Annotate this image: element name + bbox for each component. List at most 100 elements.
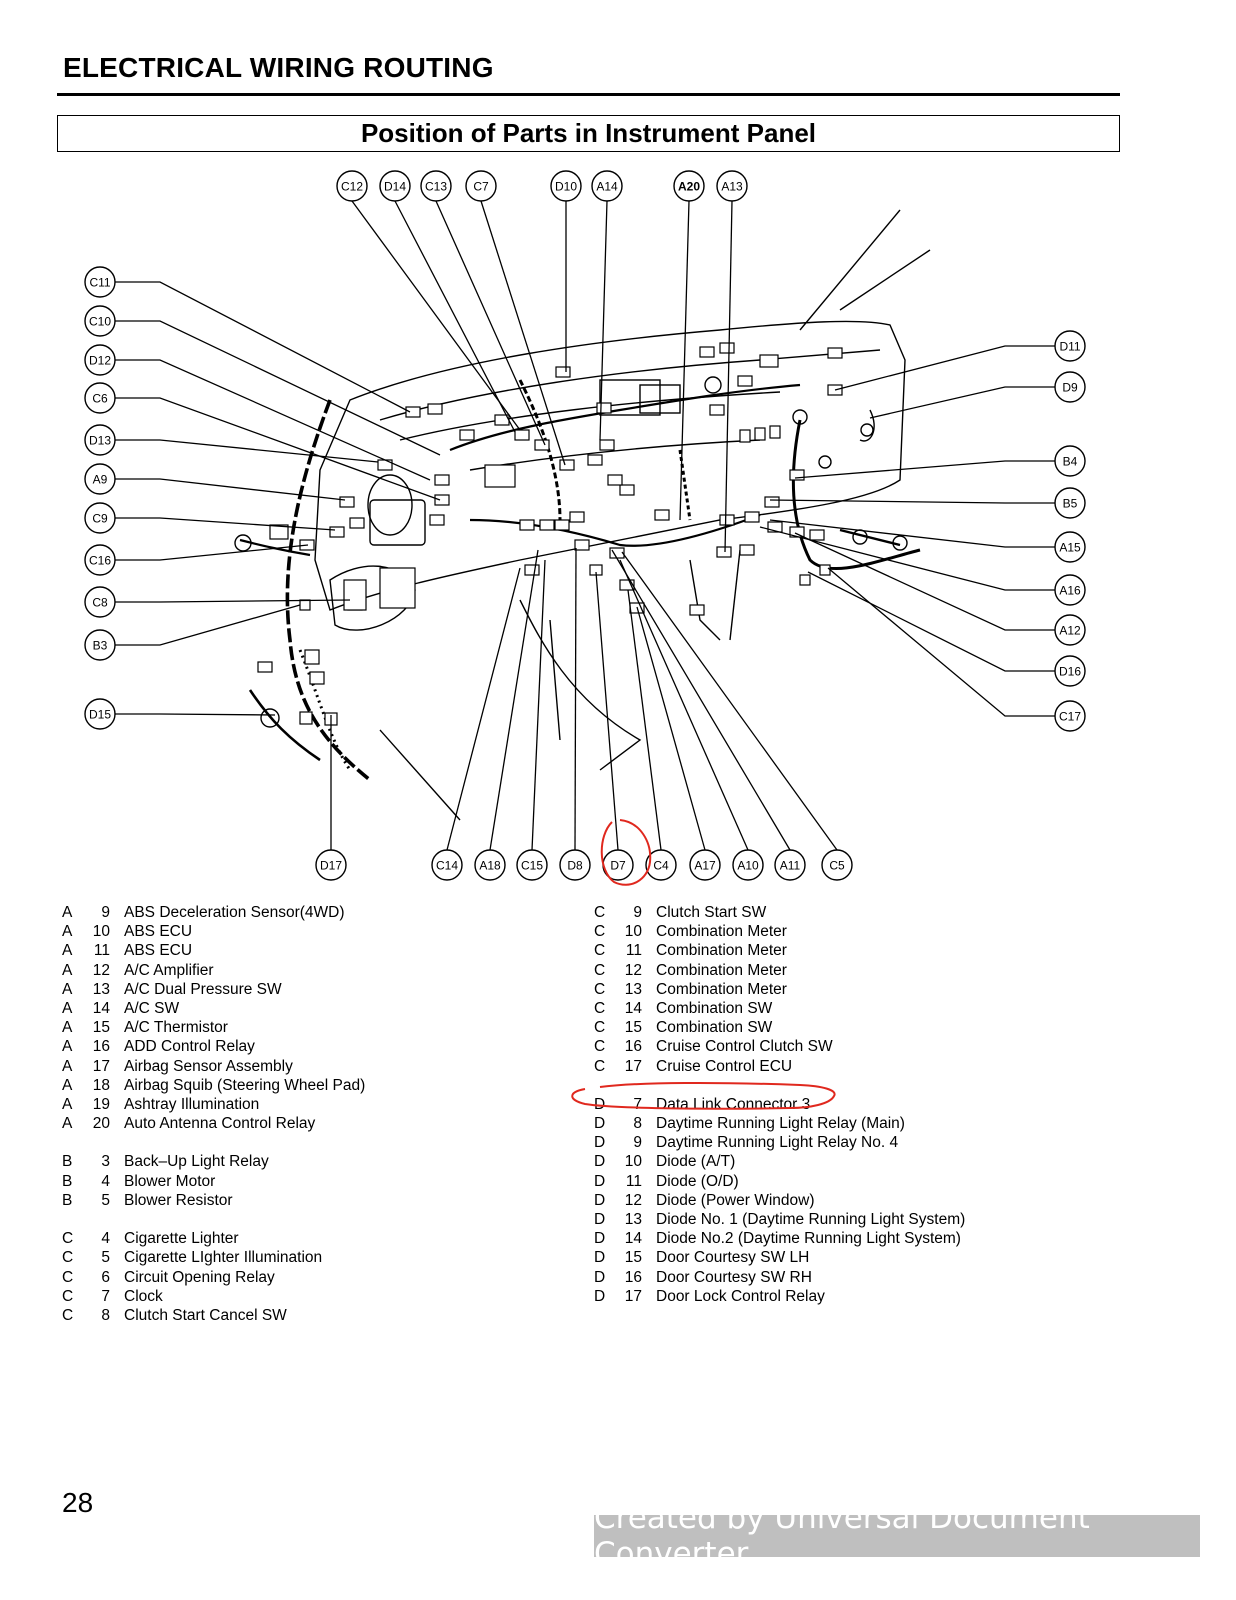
callout-c13: C13	[420, 170, 452, 202]
legend-group: C	[594, 1057, 606, 1075]
legend-part-name: A/C SW	[124, 999, 180, 1017]
legend-group: C	[62, 1268, 74, 1286]
legend-number: 16	[624, 1038, 642, 1056]
callout-label: A12	[1059, 624, 1081, 638]
legend-group: D	[594, 1153, 606, 1171]
legend-number: 7	[633, 1095, 642, 1113]
leader-line-c5	[621, 551, 838, 851]
callout-a13: A13	[716, 170, 748, 202]
legend-number: 10	[92, 923, 110, 941]
legend-number: 3	[101, 1153, 110, 1171]
leader-line-b5	[769, 499, 1055, 504]
leader-line-a15	[769, 519, 1055, 548]
callout-circle	[821, 849, 853, 881]
callout-label: D17	[320, 859, 342, 873]
legend-number: 16	[92, 1038, 110, 1056]
callout-label: D9	[1062, 381, 1078, 395]
legend-number: 12	[92, 961, 110, 979]
callout-circle	[84, 382, 116, 414]
leader-line-c8	[115, 599, 351, 603]
legend-number: 18	[92, 1076, 110, 1094]
leader-line-d13	[115, 439, 379, 463]
legend-group: D	[594, 1287, 606, 1305]
callout-circle	[315, 849, 347, 881]
legend-part-name: Back–Up Light Relay	[124, 1153, 269, 1171]
callout-circle	[1054, 614, 1086, 646]
legend-part-name: Cigarette Lighter	[124, 1230, 239, 1248]
legend-group: A	[62, 1019, 73, 1037]
legend-number: 14	[92, 999, 110, 1017]
callout-circle	[1054, 531, 1086, 563]
callout-a9: A9	[84, 463, 116, 495]
callout-label: A15	[1059, 541, 1081, 555]
callout-circle	[84, 266, 116, 298]
legend-group: C	[594, 923, 606, 941]
legend-number: 20	[92, 1115, 110, 1133]
legend-group: C	[62, 1230, 74, 1248]
legend-part-name: Diode (O/D)	[656, 1172, 739, 1190]
leader-line-c13	[435, 200, 546, 446]
legend-group: C	[594, 942, 606, 960]
legend-part-name: A/C Amplifier	[124, 961, 214, 979]
callout-a20: A20	[673, 170, 705, 202]
callout-circle	[84, 424, 116, 456]
legend-number: 16	[624, 1268, 642, 1286]
legend-part-name: ABS ECU	[124, 942, 193, 960]
callout-c6: C6	[84, 382, 116, 414]
header-rule	[57, 93, 1120, 96]
callout-d7: D7	[602, 849, 634, 881]
callout-circle	[516, 849, 548, 881]
legend-group: D	[594, 1211, 606, 1228]
legend-part-name: Cigarette LIghter Illumination	[124, 1249, 323, 1267]
legend-group: D	[594, 1268, 606, 1286]
callout-label: C10	[89, 315, 111, 329]
legend-number: 5	[101, 1191, 110, 1209]
legend-spacer	[594, 1076, 965, 1095]
callout-label: C5	[829, 859, 845, 873]
leader-line-c7	[480, 200, 566, 466]
callout-label: A18	[479, 859, 501, 873]
callout-circle	[716, 170, 748, 202]
legend-group: C	[62, 1249, 74, 1267]
callout-label: C4	[653, 859, 669, 873]
leader-line-c16	[115, 544, 309, 561]
legend-number: 7	[101, 1287, 110, 1305]
legend-group: D	[594, 1191, 606, 1209]
legend-group: C	[594, 1038, 606, 1056]
legend-group: A	[62, 1095, 73, 1113]
legend-group: B	[62, 1172, 73, 1190]
callout-d11: D11	[1054, 330, 1086, 362]
legend-part-name: Door Lock Control Relay	[656, 1287, 825, 1305]
legend-number: 19	[92, 1095, 110, 1113]
callout-b4: B4	[1054, 445, 1086, 477]
callout-circle	[673, 170, 705, 202]
legend-part-name: A/C Thermistor	[124, 1019, 228, 1037]
legend-part-name: ADD Control Relay	[124, 1038, 255, 1056]
callout-label: A10	[737, 859, 759, 873]
callout-label: D7	[610, 859, 626, 873]
callout-c12: C12	[336, 170, 368, 202]
legend-group: A	[62, 999, 73, 1017]
callout-a18: A18	[474, 849, 506, 881]
callout-d12: D12	[84, 344, 116, 376]
callout-circle	[420, 170, 452, 202]
legend-group: A	[62, 980, 73, 998]
callout-c8: C8	[84, 586, 116, 618]
callout-label: A13	[721, 180, 743, 194]
legend-spacer	[62, 1210, 365, 1229]
legend-part-name: A/C Dual Pressure SW	[124, 980, 282, 998]
legend-number: 17	[624, 1057, 642, 1075]
callout-circle	[84, 344, 116, 376]
